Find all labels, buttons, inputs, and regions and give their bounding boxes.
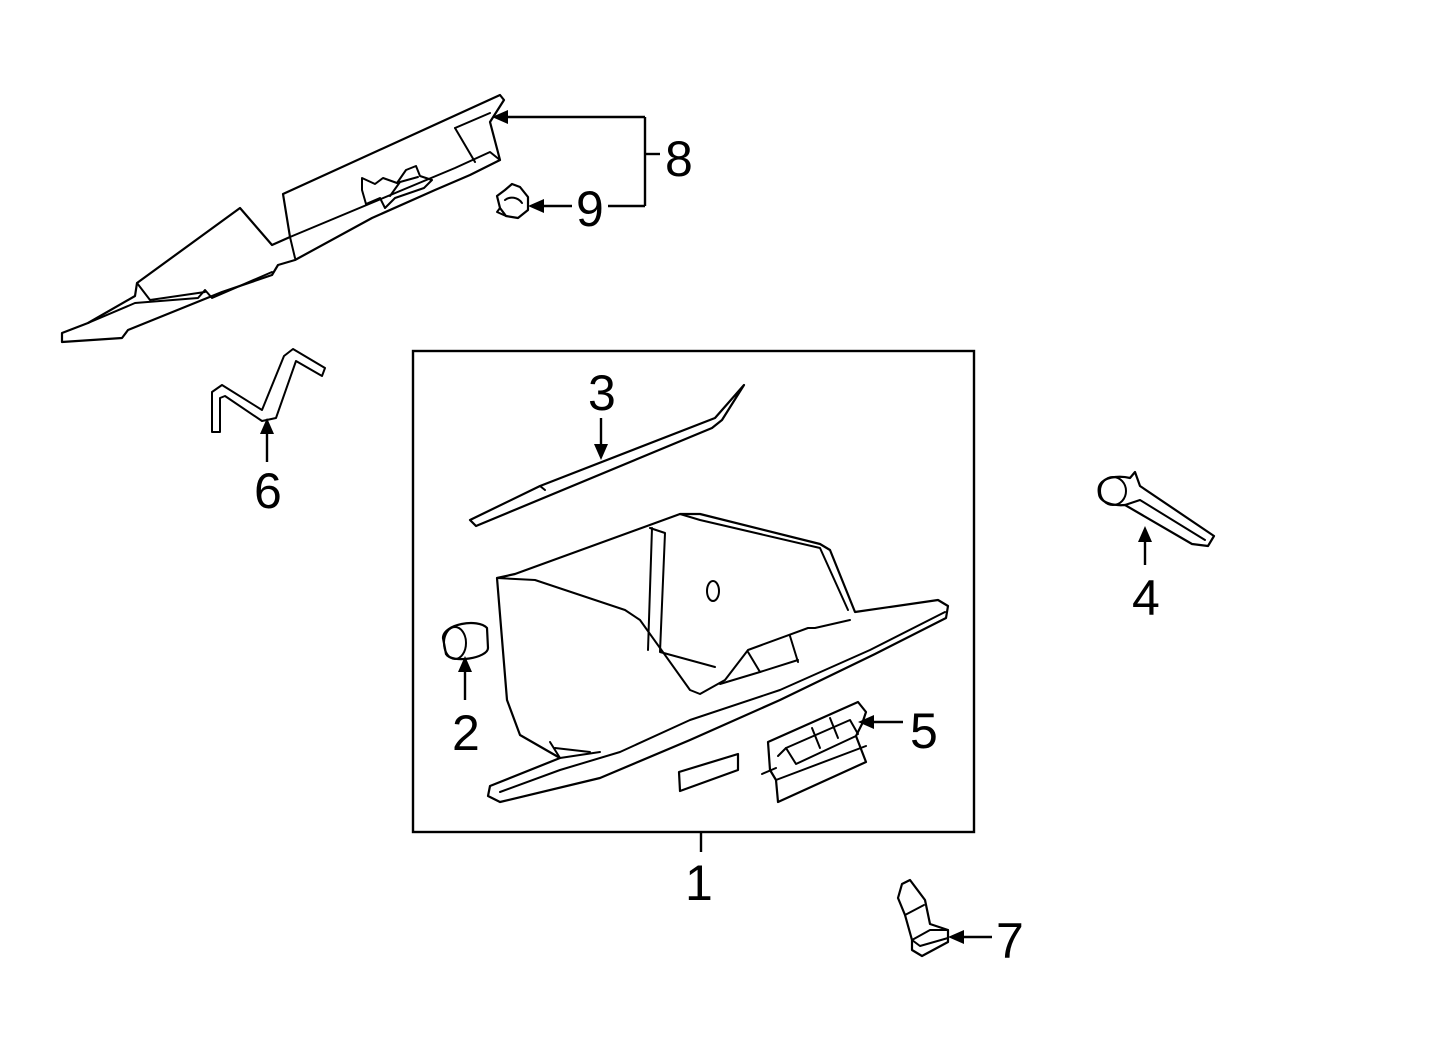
callout-4: 4 bbox=[1132, 570, 1160, 626]
upper-trim-panel bbox=[60, 93, 506, 344]
callout-8: 8 bbox=[665, 131, 693, 187]
callout-9: 9 bbox=[576, 181, 604, 237]
callout-1: 1 bbox=[685, 855, 713, 911]
leader-8-9 bbox=[492, 110, 660, 213]
strip-part-3 bbox=[468, 383, 746, 528]
clip-part-9 bbox=[495, 182, 530, 220]
leader-4 bbox=[1138, 526, 1152, 565]
clip-part-7 bbox=[896, 878, 950, 958]
door-plate bbox=[677, 752, 740, 793]
bumper-part-2 bbox=[441, 621, 490, 661]
leader-3 bbox=[594, 418, 608, 460]
callout-6: 6 bbox=[254, 463, 282, 519]
callout-7: 7 bbox=[996, 913, 1024, 969]
assembly-group-box bbox=[411, 349, 976, 834]
latch-part-5 bbox=[761, 700, 868, 804]
rod-part-6 bbox=[211, 348, 326, 433]
leader-5 bbox=[858, 715, 903, 729]
callout-2: 2 bbox=[452, 705, 480, 761]
callout-3: 3 bbox=[588, 365, 616, 421]
leader-2 bbox=[458, 656, 472, 700]
leader-7 bbox=[948, 930, 992, 944]
pin-part-4 bbox=[1097, 470, 1216, 548]
glove-box-part-1 bbox=[486, 512, 950, 804]
leader-6 bbox=[260, 418, 274, 462]
callout-5: 5 bbox=[910, 703, 938, 759]
